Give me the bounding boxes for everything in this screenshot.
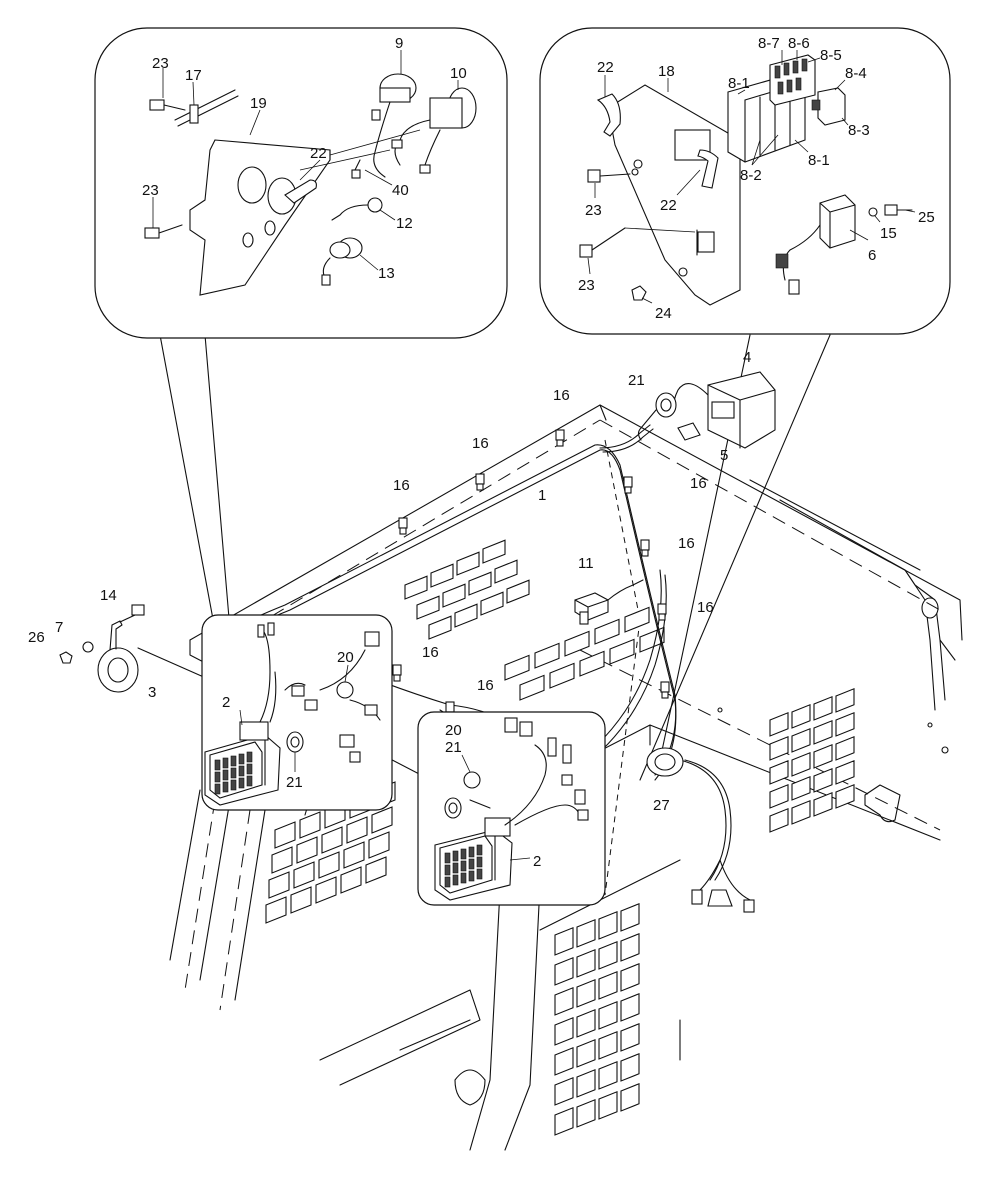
label-23-a: 23 xyxy=(152,55,169,72)
part-number-labels: 23 17 19 9 10 22 40 23 12 13 22 18 8-1 8… xyxy=(28,35,935,870)
label-23-c: 23 xyxy=(585,202,602,219)
label-15: 15 xyxy=(880,225,897,242)
label-4: 4 xyxy=(743,349,751,366)
label-9: 9 xyxy=(395,35,403,52)
label-18: 18 xyxy=(658,63,675,80)
label-11: 11 xyxy=(578,555,594,572)
label-7: 7 xyxy=(55,619,63,636)
label-16-h: 16 xyxy=(477,677,494,694)
label-8-4: 8-4 xyxy=(845,65,867,82)
label-8-3: 8-3 xyxy=(848,122,870,139)
label-24: 24 xyxy=(655,305,672,322)
label-8-6: 8-6 xyxy=(788,35,810,52)
label-14: 14 xyxy=(100,587,117,604)
label-16-e: 16 xyxy=(678,535,695,552)
horn xyxy=(59,604,216,693)
label-19: 19 xyxy=(250,95,267,112)
label-8-1-a: 8-1 xyxy=(728,75,750,92)
label-27: 27 xyxy=(653,797,670,814)
work-light-rear xyxy=(637,371,776,449)
label-16-c: 16 xyxy=(393,477,410,494)
label-13: 13 xyxy=(378,265,395,282)
label-16-d: 16 xyxy=(690,475,707,492)
label-16-g: 16 xyxy=(422,644,439,661)
label-10: 10 xyxy=(450,65,467,82)
label-3: 3 xyxy=(148,684,156,701)
label-6: 6 xyxy=(868,247,876,264)
label-12: 12 xyxy=(396,215,413,232)
label-21-a: 21 xyxy=(628,372,645,389)
detail-box-left xyxy=(201,614,393,811)
label-22-c: 22 xyxy=(660,197,677,214)
detail-bubble-left xyxy=(94,27,508,339)
label-2-a: 2 xyxy=(222,694,230,711)
label-8-1-b: 8-1 xyxy=(808,152,830,169)
label-26: 26 xyxy=(28,629,45,646)
label-16-b: 16 xyxy=(472,435,489,452)
label-8-7: 8-7 xyxy=(758,35,780,52)
label-16-f: 16 xyxy=(697,599,714,616)
label-40: 40 xyxy=(392,182,409,199)
label-1: 1 xyxy=(538,487,546,504)
label-17: 17 xyxy=(185,67,202,84)
label-23-d: 23 xyxy=(578,277,595,294)
label-5: 5 xyxy=(720,447,728,464)
label-22-a: 22 xyxy=(310,145,327,162)
detail-bubble-right xyxy=(539,27,951,335)
label-8-5: 8-5 xyxy=(820,47,842,64)
label-21-c: 21 xyxy=(445,739,462,756)
label-25: 25 xyxy=(918,209,935,226)
label-2-b: 2 xyxy=(533,853,541,870)
label-23-b: 23 xyxy=(142,182,159,199)
vent-grilles xyxy=(265,539,855,1136)
label-22-b: 22 xyxy=(597,59,614,76)
label-20-a: 20 xyxy=(337,649,354,666)
detail-box-right xyxy=(417,711,606,906)
label-20-b: 20 xyxy=(445,722,462,739)
label-8-2: 8-2 xyxy=(740,167,762,184)
label-16-a: 16 xyxy=(553,387,570,404)
label-21-b: 21 xyxy=(286,774,303,791)
